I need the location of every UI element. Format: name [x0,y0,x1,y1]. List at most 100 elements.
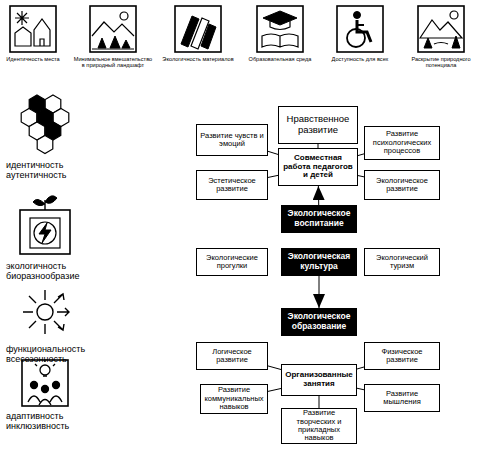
node-text: Экологическое развитие [367,177,437,194]
education-icon [257,6,303,52]
icon-caption: Образовательная среда [240,56,320,62]
node-text: Развитие чувств и эмоций [199,132,265,149]
process-box: Развитие творческих и прикладных навыков [281,408,357,444]
process-box: Экологический туризм [364,248,440,276]
education-icon [257,6,303,52]
nature-icon [420,20,462,38]
ecology-icon [39,223,51,243]
connector-line [268,175,278,177]
landscape-icon [92,22,134,36]
node-text: Развитие психологических процессов [367,130,437,155]
node-text: Экологическое образование [284,312,354,331]
highlight-box: Экологическое воспитание [281,205,357,233]
education-icon [262,34,298,47]
node-text: Логическое развитие [199,348,265,365]
node-text: Развитие коммуникальных навыков [203,386,265,411]
landscape-icon [120,12,128,20]
nature-icon [418,6,464,52]
node-text: Развитие творческих и прикладных навыков [284,409,354,443]
ecology-icon [20,210,70,254]
flow-arrow [319,276,320,308]
inclusion-icon [28,396,62,405]
materials-icon [175,6,221,52]
hub-box: Совместная работа педагогов и детей [278,148,358,186]
node-text: Нравственное развитие [281,114,355,135]
process-box: Нравственное развитие [278,106,358,144]
connector-line [319,396,320,408]
principle-label: адаптивность инклюзивность [6,411,90,431]
landscape-icon [92,48,134,49]
node-text: Развитие мышления [367,390,437,407]
accessibility-icon [357,20,371,42]
node-text: Экологические прогулки [199,254,265,271]
identity-icon [15,11,29,25]
materials-icon [175,6,221,52]
ecology-icon [20,196,70,254]
principle-label: функциональность всесезонность [6,344,90,364]
season-icon [23,290,69,334]
process-box: Развитие психологических процессов [364,126,440,160]
accessibility-icon [357,24,364,26]
connector-line [268,366,281,370]
nature-icon [418,6,464,52]
process-box: Эстетическое развитие [196,170,268,200]
inclusion-icon [53,382,60,389]
education-icon [263,11,297,25]
process-box: Логическое развитие [196,342,268,370]
node-text: Экологическое воспитание [284,209,354,228]
inclusion-icon [31,382,38,389]
process-box: Экологические прогулки [196,248,268,276]
icon-caption: Минимальное вмешательство в природный ла… [73,56,153,69]
inclusion-icon [42,386,49,393]
process-box: Экологическое развитие [364,170,440,200]
nature-icon [434,43,448,45]
honeycomb-icon [37,136,53,154]
landscape-icon [90,6,136,52]
icon-caption: Идентичность места [0,56,73,62]
connector-line [357,388,364,390]
nature-icon [424,36,460,48]
icon-caption: Раскрытие природного потенциала [401,56,481,69]
process-box: Развитие мышления [364,384,440,412]
education-icon [270,21,290,30]
connector-line [268,151,278,154]
flow-arrow [318,186,319,205]
inclusion-icon [22,360,68,406]
icon-caption: Доступность для всех [320,56,400,62]
icon-caption: Экологичность материалов [158,56,238,62]
inclusion-icon [22,360,68,406]
identity-icon [10,6,56,52]
identity-icon [15,19,50,46]
ecology-icon [34,222,56,244]
materials-icon [201,24,216,49]
process-box: Развитие коммуникальных навыков [200,384,268,414]
accessibility-icon [347,29,365,47]
landscape-icon [90,6,136,52]
inclusion-icon [40,365,50,375]
node-text: Организованные занятия [284,371,354,389]
node-text: Физическое развитие [367,348,437,365]
connector-line [268,388,281,391]
identity-icon [10,6,56,52]
node-text: Экологический туризм [367,254,437,271]
node-text: Экологическая культура [284,252,354,271]
connector-line [357,367,364,369]
nature-icon [450,11,458,19]
node-text: Эстетическое развитие [199,177,265,194]
accessibility-icon [354,12,361,19]
highlight-box: Экологическое образование [281,308,357,336]
principle-label: экологичность биоразнообразие [6,261,90,281]
honeycomb-icon [21,95,69,154]
principle-label: идентичность аутентичность [6,160,90,180]
season-icon [37,304,53,320]
accessibility-icon [337,6,383,52]
landscape-icon [98,36,130,48]
ecology-icon [33,196,57,206]
accessibility-icon [337,6,383,52]
season-icon [54,294,69,330]
node-text: Совместная работа педагогов и детей [281,154,355,181]
season-icon [23,290,45,334]
